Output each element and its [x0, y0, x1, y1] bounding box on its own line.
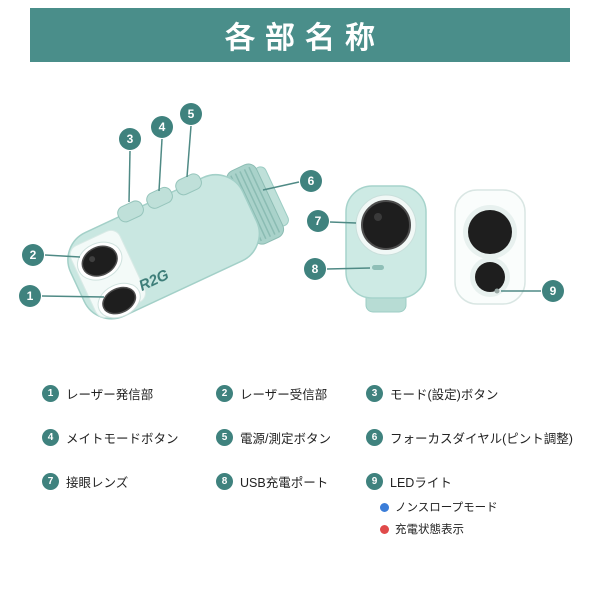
callout-badge-8: 8: [304, 258, 326, 280]
legend-cell: 2 レーザー受信部: [216, 384, 366, 403]
legend-cell: 6 フォーカスダイヤル(ピント調整): [366, 428, 590, 447]
legend-item-focus-dial: 6 フォーカスダイヤル(ピント調整): [366, 428, 590, 447]
title-banner: 各部名称: [30, 8, 570, 62]
callout-badge-3: 3: [119, 128, 141, 150]
legend-item-laser-receiver: 2 レーザー受信部: [216, 384, 366, 403]
led-sub-label: ノンスロープモード: [395, 502, 498, 514]
mate-mode-button: [146, 186, 173, 209]
page-title: 各部名称: [225, 22, 385, 55]
callout-badge-2: 2: [22, 244, 44, 266]
laser-receiver-lens: [76, 241, 123, 281]
legend-item-laser-transmitter: 1 レーザー発信部: [42, 384, 216, 403]
callout-badge-1: 1: [19, 285, 41, 307]
eyepiece-lens: [355, 194, 417, 256]
led-sub-item-charge-status: 充電状態表示: [380, 521, 590, 537]
legend-item-label: メイトモードボタン: [66, 432, 179, 446]
legend-item-mate-mode-button: 4 メイトモードボタン: [42, 428, 216, 447]
legend-item-label: LEDライト: [390, 476, 452, 490]
legend-item-label: モード(設定)ボタン: [390, 388, 499, 402]
legend-item-label: レーザー発信部: [66, 388, 154, 402]
device-back-view: [454, 189, 526, 305]
legend-number-badge: 5: [216, 429, 233, 446]
device-front-view: [345, 185, 427, 313]
blue-dot-icon: [380, 502, 389, 512]
usb-charging-port: [372, 265, 384, 270]
device-side-view: R2G: [67, 163, 289, 320]
laser-transmitter-lens: [97, 282, 141, 319]
callout-badge-6: 6: [300, 170, 322, 192]
legend-item-power-button: 5 電源/測定ボタン: [216, 428, 366, 447]
legend-number-badge: 7: [42, 473, 59, 490]
mode-button: [117, 200, 144, 223]
power-measure-button: [175, 173, 202, 196]
callout-badge-9: 9: [542, 280, 564, 302]
legend-item-label: フォーカスダイヤル(ピント調整): [390, 432, 573, 446]
legend-number-badge: 6: [366, 429, 383, 446]
legend-number-badge: 8: [216, 473, 233, 490]
legend-number-badge: 4: [42, 429, 59, 446]
objective-lens-small: [470, 257, 510, 297]
legend-number-badge: 3: [366, 385, 383, 402]
legend-item-label: レーザー受信部: [240, 388, 328, 402]
legend-number-badge: 9: [366, 473, 383, 490]
legend-cell: 1 レーザー発信部: [42, 384, 216, 403]
objective-lens-large: [463, 205, 517, 259]
legend-number-badge: 1: [42, 385, 59, 402]
legend-cell: 5 電源/測定ボタン: [216, 428, 366, 447]
callout-lines: [41, 125, 541, 298]
legend-cell: 7 接眼レンズ: [42, 472, 216, 537]
led-sub-list: ノンスロープモード 充電状態表示: [380, 499, 590, 537]
led-sub-label: 充電状態表示: [395, 524, 464, 536]
callout-badge-7: 7: [307, 210, 329, 232]
legend-item-led-light: 9 LEDライト: [366, 472, 590, 491]
legend-cell: 3 モード(設定)ボタン: [366, 384, 590, 403]
legend-item-label: 電源/測定ボタン: [240, 432, 331, 446]
legend-cell: 8 USB充電ポート: [216, 472, 366, 537]
callout-badge-5: 5: [180, 103, 202, 125]
legend-item-label: 接眼レンズ: [66, 476, 129, 490]
parts-legend: 1 レーザー発信部 2 レーザー受信部 3 モード(設定)ボタン 4 メイトモー…: [42, 384, 590, 537]
callout-badge-4: 4: [151, 116, 173, 138]
led-light: [494, 288, 500, 294]
legend-item-usb-port: 8 USB充電ポート: [216, 472, 366, 491]
led-sub-item-nonslope: ノンスロープモード: [380, 499, 590, 515]
legend-number-badge: 2: [216, 385, 233, 402]
legend-cell-led: 9 LEDライト ノンスロープモード 充電状態表示: [366, 472, 590, 537]
legend-item-mode-button: 3 モード(設定)ボタン: [366, 384, 590, 403]
red-dot-icon: [380, 524, 389, 534]
legend-item-label: USB充電ポート: [240, 476, 329, 490]
legend-cell: 4 メイトモードボタン: [42, 428, 216, 447]
legend-item-eyepiece: 7 接眼レンズ: [42, 472, 216, 491]
